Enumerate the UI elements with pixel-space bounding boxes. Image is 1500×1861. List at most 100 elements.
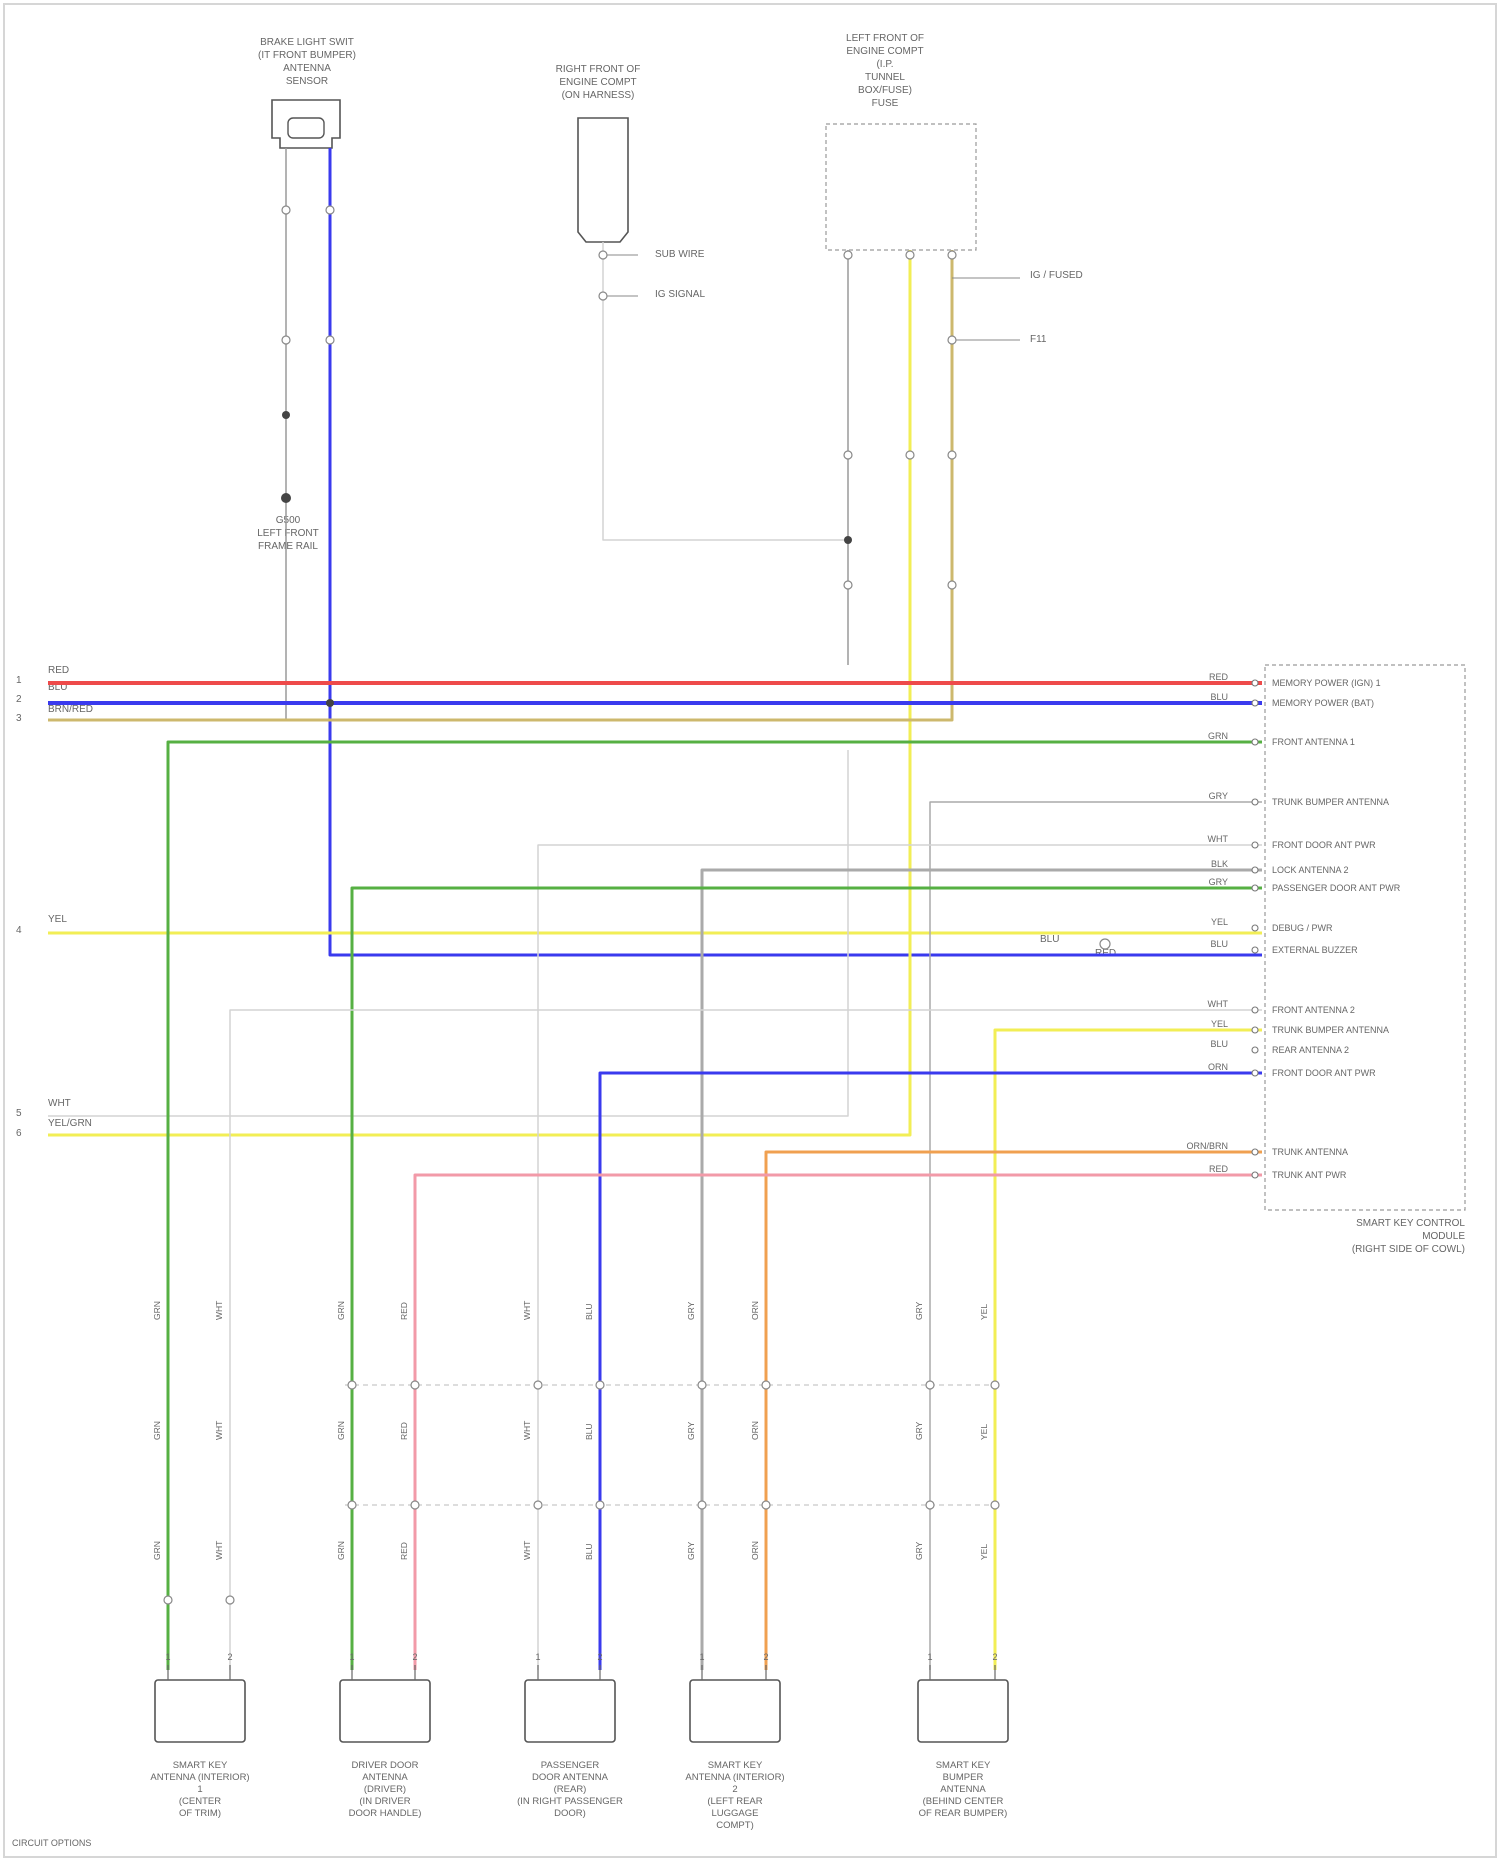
module-pin-name: REAR ANTENNA 2 xyxy=(1272,1045,1349,1055)
vertical-wire-color-label: GRY xyxy=(686,1421,696,1440)
module-pin-terminal xyxy=(1252,842,1258,848)
vertical-wire-color-label: ORN xyxy=(750,1301,760,1320)
module-pin-name: TRUNK BUMPER ANTENNA xyxy=(1272,797,1389,807)
junction-label-6: FUSE xyxy=(872,98,899,109)
wire-orange-trunk-antenna xyxy=(766,1152,1262,1670)
vertical-wire-color-label: GRY xyxy=(686,1301,696,1320)
left-wire-label: WHT xyxy=(48,1098,71,1109)
connector-pin xyxy=(348,1501,356,1509)
top-switch-label-2: ENGINE COMPT xyxy=(559,77,636,88)
connector-pin xyxy=(926,1381,934,1389)
vertical-wire-color-label: YEL xyxy=(979,1304,989,1320)
bottom-component-label: SMART KEY xyxy=(708,1760,763,1771)
bottom-component-label: (CENTER xyxy=(179,1796,221,1807)
left-pin: 6 xyxy=(16,1128,22,1139)
bottom-component-label: LUGGAGE xyxy=(712,1808,759,1819)
module-pin-terminal xyxy=(1252,1027,1258,1033)
connector-pin xyxy=(844,251,852,259)
connector-pin xyxy=(698,1381,706,1389)
vertical-wire-color-label: ORN xyxy=(750,1541,760,1560)
module-wire-label: RED xyxy=(1209,672,1229,682)
bottom-component-label: DOOR HANDLE) xyxy=(349,1808,422,1819)
top-sensor-label-3: ANTENNA xyxy=(283,63,331,74)
bottom-component-label: 2 xyxy=(732,1784,737,1795)
bottom-component-label: (BEHIND CENTER xyxy=(923,1796,1004,1807)
module-pin-terminal xyxy=(1252,680,1258,686)
module-pin-terminal xyxy=(1252,1007,1258,1013)
vertical-wire-color-label: YEL xyxy=(979,1424,989,1440)
bottom-component-box xyxy=(918,1680,1008,1742)
top-switch-label-3: (ON HARNESS) xyxy=(562,90,635,101)
module-pin-name: TRUNK ANT PWR xyxy=(1272,1170,1347,1180)
vertical-wire-color-label: WHT xyxy=(522,1421,532,1440)
vertical-wire-color-label: WHT xyxy=(214,1301,224,1320)
top-sensor-label-2: (IT FRONT BUMPER) xyxy=(258,50,356,61)
junction-label-3: (I.P. xyxy=(876,59,893,70)
module-pin-name: TRUNK BUMPER ANTENNA xyxy=(1272,1025,1389,1035)
top-switch-component: RIGHT FRONT OF ENGINE COMPT (ON HARNESS) xyxy=(556,64,641,242)
bottom-pin-number: 1 xyxy=(927,1652,932,1662)
bottom-component-label: DOOR ANTENNA xyxy=(532,1772,609,1783)
module-wire-label: RED xyxy=(1209,1164,1229,1174)
vertical-wire-color-label: GRN xyxy=(152,1421,162,1440)
ground-label-3: FRAME RAIL xyxy=(258,541,318,552)
bottom-component-box xyxy=(155,1680,245,1742)
junction-wire-brown-red xyxy=(48,250,952,720)
bottom-component-label: (IN RIGHT PASSENGER xyxy=(517,1796,623,1807)
bottom-component-label: SMART KEY xyxy=(936,1760,991,1771)
connector-pin xyxy=(906,251,914,259)
bottom-component-label: OF TRIM) xyxy=(179,1808,221,1819)
connector-pin xyxy=(534,1501,542,1509)
vertical-wire-color-label: RED xyxy=(399,1422,409,1440)
bottom-component-label: ANTENNA (INTERIOR) xyxy=(685,1772,784,1783)
module-pin-terminal xyxy=(1252,1070,1258,1076)
top-junction-component: LEFT FRONT OF ENGINE COMPT (I.P. TUNNEL … xyxy=(826,33,976,250)
connector-pin xyxy=(599,251,607,259)
left-pin: 3 xyxy=(16,713,22,724)
bottom-component-label: ANTENNA (INTERIOR) xyxy=(150,1772,249,1783)
module-wire-label: BLU xyxy=(1210,939,1228,949)
module-pin-terminal xyxy=(1252,1047,1258,1053)
bottom-component-label: (REAR) xyxy=(554,1784,587,1795)
connector-pin xyxy=(844,451,852,459)
vertical-wire-color-label: BLU xyxy=(584,1543,594,1560)
vertical-wire-color-label: GRY xyxy=(686,1541,696,1560)
module-pin-terminal xyxy=(1252,947,1258,953)
bottom-pin-number: 2 xyxy=(763,1652,768,1662)
vertical-wire-color-label: YEL xyxy=(979,1544,989,1560)
connector-pin xyxy=(411,1381,419,1389)
switch-body xyxy=(578,118,628,242)
module-pin-name: FRONT ANTENNA 2 xyxy=(1272,1005,1355,1015)
junction-dot xyxy=(844,536,852,544)
bottom-pin-number: 2 xyxy=(412,1652,417,1662)
wire-white-front-antenna-2 xyxy=(230,1010,1262,1670)
module-wire-label: GRY xyxy=(1209,791,1228,801)
wires xyxy=(48,148,1262,1670)
junction-label-2: ENGINE COMPT xyxy=(846,46,923,57)
module-name-1: SMART KEY CONTROL xyxy=(1356,1218,1465,1229)
module-name-3: (RIGHT SIDE OF COWL) xyxy=(1352,1244,1465,1255)
junction-label-1: LEFT FRONT OF xyxy=(846,33,924,44)
ground-label-1: G500 xyxy=(276,515,301,526)
vertical-wire-color-label: GRN xyxy=(152,1301,162,1320)
connector-pin xyxy=(534,1381,542,1389)
connector-pin xyxy=(326,336,334,344)
inline-splice-label-a: BLU xyxy=(1040,934,1059,945)
bottom-component-box xyxy=(525,1680,615,1742)
left-wire-label: YEL/GRN xyxy=(48,1118,92,1129)
connector-pin xyxy=(411,1501,419,1509)
connector-pin xyxy=(282,206,290,214)
module-pins: MEMORY POWER (IGN) 1REDMEMORY POWER (BAT… xyxy=(1186,672,1400,1180)
wire-white-front-door xyxy=(538,845,1262,1670)
vertical-wire-color-label: RED xyxy=(399,1302,409,1320)
module-pin-name: TRUNK ANTENNA xyxy=(1272,1147,1348,1157)
top-sensor-label-4: SENSOR xyxy=(286,76,328,87)
connector-pin xyxy=(926,1501,934,1509)
wire-pink-trunk-ant-pwr xyxy=(415,1175,1262,1670)
module-wire-label: BLU xyxy=(1210,1039,1228,1049)
bottom-component-label: PASSENGER xyxy=(541,1760,600,1771)
module-pin-name: MEMORY POWER (IGN) 1 xyxy=(1272,678,1381,688)
module-pin-name: LOCK ANTENNA 2 xyxy=(1272,865,1349,875)
left-pin: 2 xyxy=(16,694,22,705)
connector-pin xyxy=(844,581,852,589)
